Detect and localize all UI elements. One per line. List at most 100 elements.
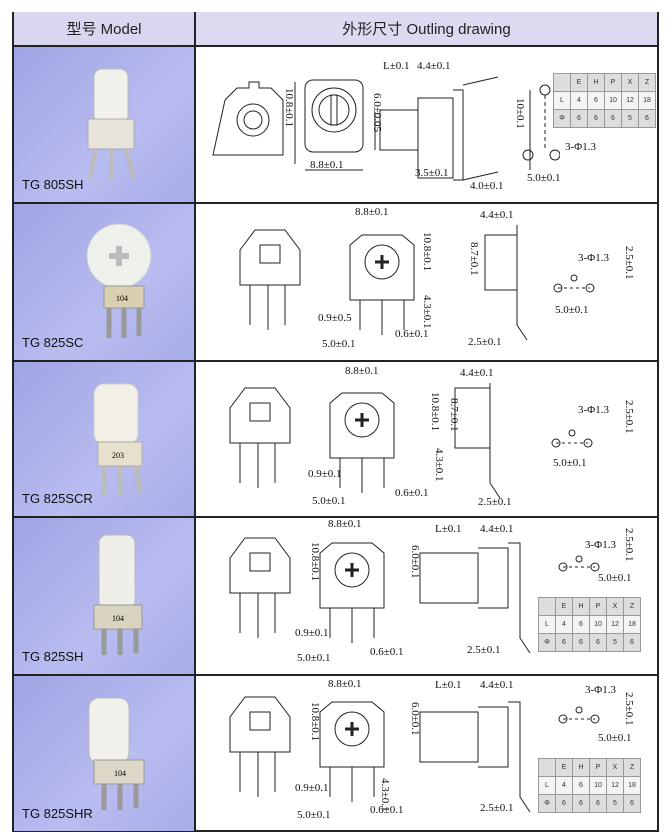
- pin-hole-diagram: [522, 84, 560, 161]
- table-cell: L: [538, 776, 556, 795]
- outline-drawing: [229, 537, 531, 654]
- dimension-label: 0.6±0.1: [395, 487, 429, 499]
- dimension-label: 0.9±0.1: [295, 627, 329, 639]
- potentiometer-photo: [87, 68, 136, 181]
- model-name: TG 825SH: [22, 649, 84, 664]
- dimension-label: 0.6±0.1: [395, 328, 429, 340]
- table-cell: 12: [606, 776, 624, 795]
- table-cell: 6: [572, 633, 590, 652]
- table-cell: 6: [623, 633, 641, 652]
- table-cell: 6: [555, 794, 573, 813]
- outline-drawing: [229, 696, 531, 813]
- row-divider: [12, 674, 659, 676]
- table-cell: 6: [572, 615, 590, 634]
- potentiometer-photo: 203: [93, 383, 143, 496]
- row-divider: [12, 516, 659, 518]
- dimension-label: 10±0.1: [514, 98, 526, 129]
- table-cell: 10: [589, 615, 607, 634]
- dimension-label: 0.9±0.1: [295, 782, 329, 794]
- dimension-label: 2.5±0.1: [468, 336, 502, 348]
- table-cell: [538, 597, 556, 616]
- dimension-label: 10.8±0.1: [283, 88, 295, 128]
- dimension-label: 3-Φ1.3: [578, 404, 609, 416]
- table-cell: 5: [606, 794, 624, 813]
- dimension-label: 5.0±0.1: [598, 732, 632, 744]
- dimension-label: 3.5±0.1: [415, 167, 449, 179]
- table-cell: P: [604, 73, 622, 92]
- potentiometer-photo: 104: [86, 223, 152, 338]
- dimension-label: 5.0±0.1: [297, 809, 331, 821]
- table-cell: [538, 758, 556, 777]
- table-cell: 6: [604, 109, 622, 128]
- photo-label: 104: [114, 769, 126, 778]
- dimension-label: L±0.1: [383, 60, 410, 72]
- dimension-label: 10.8±0.1: [309, 542, 321, 582]
- model-cell: 104 TG 825SH: [14, 518, 194, 674]
- table-cell: 10: [604, 91, 622, 110]
- table-cell: 6: [555, 633, 573, 652]
- pin-hole-diagram: [558, 555, 600, 572]
- dimension-label: 3-Φ1.3: [585, 684, 616, 696]
- dimension-label: 4.4±0.1: [417, 60, 451, 72]
- dimension-label: 10.8±0.1: [421, 232, 433, 272]
- outline-drawing: [239, 225, 528, 341]
- table-cell: E: [555, 758, 573, 777]
- dimension-label: 5.0±0.1: [555, 304, 589, 316]
- table-cell: 4: [570, 91, 588, 110]
- table-cell: 6: [589, 633, 607, 652]
- table-cell: H: [572, 597, 590, 616]
- potentiometer-photo: 104: [88, 697, 145, 810]
- dimension-label: 0.6±0.1: [370, 804, 404, 816]
- pin-hole-diagram: [551, 429, 593, 448]
- table-cell: Φ: [553, 109, 571, 128]
- table-cell: 6: [570, 109, 588, 128]
- table-cell: 6: [623, 794, 641, 813]
- table-cell: H: [587, 73, 605, 92]
- dimension-label: 4.4±0.1: [460, 367, 494, 379]
- table-cell: 18: [623, 776, 641, 795]
- table-cell: 6: [572, 794, 590, 813]
- table-cell: 5: [621, 109, 639, 128]
- table-cell: Z: [623, 758, 641, 777]
- dimension-label: 8.7±0.1: [448, 398, 460, 432]
- dimension-label: 3-Φ1.3: [585, 539, 616, 551]
- dimension-label: 0.6±0.1: [370, 646, 404, 658]
- model-name: TG 825SCR: [22, 491, 93, 506]
- model-name: TG 825SHR: [22, 806, 93, 821]
- model-cell: 104 TG 825SC: [14, 204, 194, 360]
- table-cell: X: [606, 758, 624, 777]
- table-cell: 4: [555, 776, 573, 795]
- dimension-label: 6.0±0.1: [409, 545, 421, 579]
- table-cell: X: [606, 597, 624, 616]
- outline-drawing: [212, 76, 531, 181]
- dimension-label: 4.4±0.1: [480, 523, 514, 535]
- dimension-label: 2.5±0.1: [623, 692, 635, 726]
- dimension-label: 8.8±0.1: [355, 206, 389, 218]
- table-cell: 6: [589, 794, 607, 813]
- pin-hole-diagram: [558, 706, 600, 724]
- outline-drawing: [229, 383, 501, 499]
- row-divider: [12, 360, 659, 362]
- dimension-label: 4.3±0.1: [433, 448, 445, 482]
- table-cell: Z: [638, 73, 656, 92]
- model-cell: 104 TG 825SHR: [14, 676, 194, 831]
- dimension-label: L±0.1: [435, 679, 462, 691]
- table-cell: Φ: [538, 794, 556, 813]
- dimension-label: 10.8±0.1: [429, 392, 441, 432]
- dimension-label: L±0.1: [435, 523, 462, 535]
- dimension-label: 6.0±0.05: [371, 93, 383, 133]
- table-cell: 6: [638, 109, 656, 128]
- dimension-label: 5.0±0.1: [527, 172, 561, 184]
- photo-label: 104: [116, 294, 128, 303]
- table-cell: 18: [638, 91, 656, 110]
- pin-hole-diagram: [553, 274, 595, 293]
- dimension-label: 8.8±0.1: [310, 159, 344, 171]
- table-cell: 6: [587, 109, 605, 128]
- column-divider: [194, 12, 196, 832]
- model-name: TG 825SC: [22, 335, 84, 350]
- table-cell: 6: [572, 776, 590, 795]
- table-cell: E: [570, 73, 588, 92]
- table-cell: 12: [621, 91, 639, 110]
